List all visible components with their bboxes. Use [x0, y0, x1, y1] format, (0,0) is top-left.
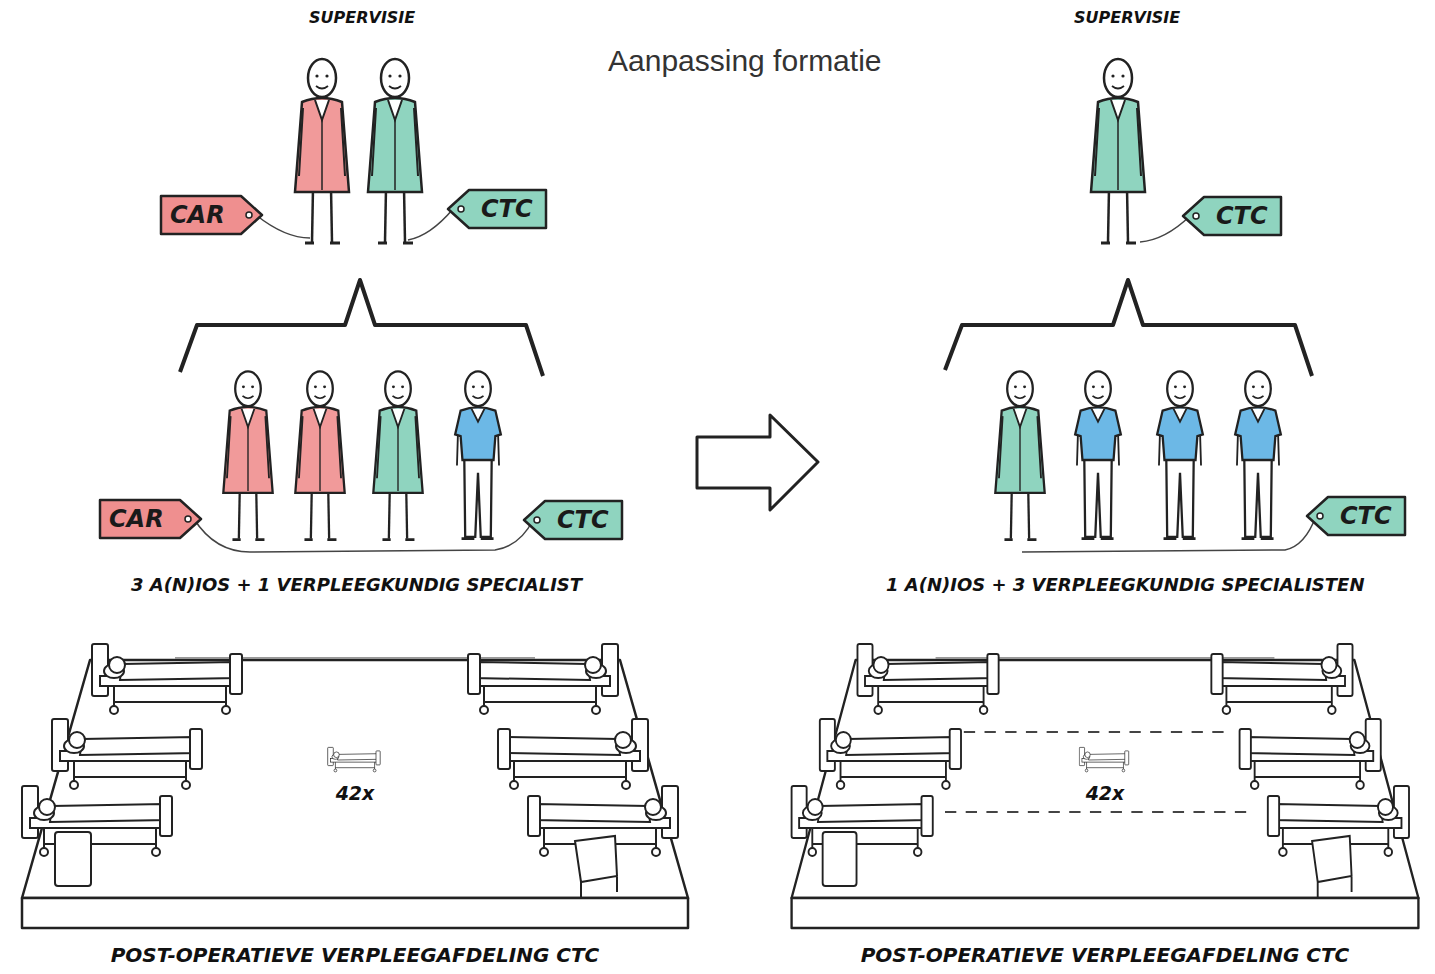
bed-icon: [820, 719, 961, 789]
tag-outline: [448, 190, 546, 228]
bed-count: 42x: [15, 781, 695, 805]
floor-top: [792, 660, 1419, 898]
tag-hole: [1317, 513, 1323, 519]
bed-icon: [1240, 719, 1381, 789]
bed-group: [1211, 644, 1352, 714]
tag-text: CTC: [557, 506, 609, 534]
bed-group: [22, 786, 172, 856]
bed-icon: [498, 719, 648, 789]
floor-top: [22, 660, 688, 898]
bed-icon: [328, 747, 381, 772]
bed-group: [468, 644, 618, 714]
bed-icon: [1079, 747, 1128, 772]
bed-icon: [22, 786, 172, 856]
tag-hole: [246, 212, 252, 218]
tag-hole: [534, 517, 540, 523]
title-holder: Aanpassing formatie: [608, 44, 882, 78]
team-caption-holder: 1 A(N)IOS + 3 VERPLEEGKUNDIG SPECIALISTE…: [886, 574, 1364, 595]
name-tag: CTC: [521, 498, 625, 542]
tag-outline: [100, 500, 201, 538]
ward-floor: 42xPOST-OPERATIEVE VERPLEEGAFDELING CTC: [15, 636, 695, 972]
tag-text: CTC: [1216, 202, 1268, 230]
dashed-division: [945, 811, 1246, 813]
name-tag: CTC: [1304, 494, 1408, 538]
diagram-title: Aanpassing formatie: [608, 44, 882, 77]
bed-group: [92, 644, 242, 714]
chair: [575, 836, 617, 898]
tag-outline: [1183, 197, 1281, 235]
tag-hole: [458, 206, 464, 212]
bed-icon: [52, 719, 202, 789]
team-caption-holder: 3 A(N)IOS + 1 VERPLEEGKUNDIG SPECIALIST: [131, 574, 582, 595]
bed-icon: [1211, 644, 1352, 714]
tag-text: CTC: [481, 195, 533, 223]
floor-front: [22, 898, 688, 928]
bed-group: [52, 719, 202, 789]
team-caption: 1 A(N)IOS + 3 VERPLEEGKUNDIG SPECIALISTE…: [886, 574, 1364, 595]
name-tag: CAR: [97, 497, 204, 541]
dashed-division: [964, 731, 1228, 733]
bed-group: [820, 719, 961, 789]
bed-icon: [857, 644, 998, 714]
bed-icon: [92, 644, 242, 714]
bed-group: [1079, 747, 1128, 772]
bed-icon: [792, 786, 933, 856]
tag-outline: [524, 501, 622, 539]
tag-text: CTC: [1340, 502, 1392, 530]
tag-outline: [161, 196, 262, 234]
ward-caption: POST-OPERATIEVE VERPLEEGAFDELING CTC: [785, 942, 1425, 968]
tag-hole: [185, 516, 191, 522]
bed-count: 42x: [785, 781, 1425, 805]
tag-outline: [1307, 497, 1405, 535]
bed-group: [328, 747, 381, 772]
tag-text: CAR: [170, 201, 225, 229]
section-heading-holder: SUPERVISIE: [1074, 8, 1180, 27]
tag-text: CAR: [109, 505, 164, 533]
monitor-cart: [823, 832, 857, 886]
bed-group: [498, 719, 648, 789]
section-heading: SUPERVISIE: [309, 8, 415, 27]
name-tag: CTC: [1180, 194, 1284, 238]
bed-icon: [468, 644, 618, 714]
section-heading: SUPERVISIE: [1074, 8, 1180, 27]
bed-group: [792, 786, 933, 856]
bed-group: [1240, 719, 1381, 789]
bed-group: [857, 644, 998, 714]
monitor-cart: [55, 832, 91, 886]
name-tag: CTC: [445, 187, 549, 231]
chair: [1312, 836, 1352, 898]
name-tag: CAR: [158, 193, 265, 237]
tag-hole: [1193, 213, 1199, 219]
ward-caption: POST-OPERATIEVE VERPLEEGAFDELING CTC: [15, 942, 695, 968]
ward-floor: 42xPOST-OPERATIEVE VERPLEEGAFDELING CTC: [785, 636, 1425, 972]
section-heading-holder: SUPERVISIE: [309, 8, 415, 27]
team-caption: 3 A(N)IOS + 1 VERPLEEGKUNDIG SPECIALIST: [131, 574, 582, 595]
floor-front: [792, 898, 1419, 928]
